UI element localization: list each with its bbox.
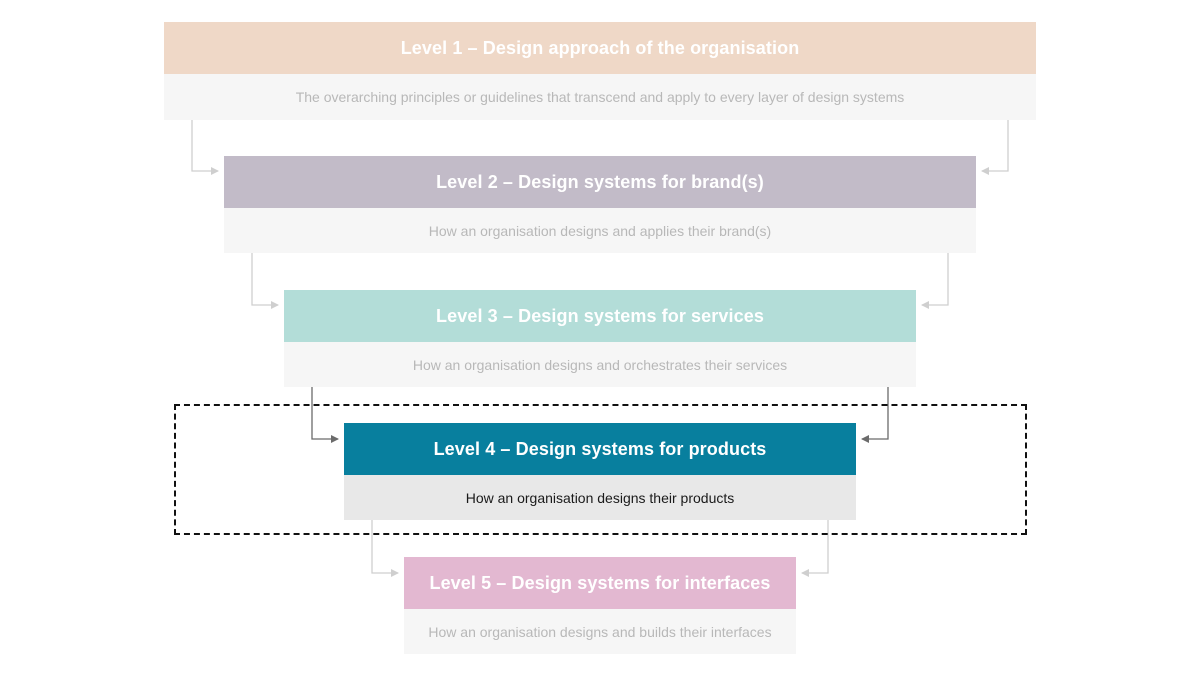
level-3-title: Level 3 – Design systems for services	[284, 290, 916, 342]
arrow-l2-l3-right	[921, 253, 949, 309]
arrow-l4-l5-left	[371, 520, 399, 577]
level-3-block: Level 3 – Design systems for services Ho…	[284, 290, 916, 387]
level-5-block: Level 5 – Design systems for interfaces …	[404, 557, 796, 654]
level-5-description: How an organisation designs and builds t…	[404, 609, 796, 654]
arrow-l4-l5-right	[801, 520, 829, 577]
arrow-l1-l2-right	[981, 120, 1009, 175]
level-1-title: Level 1 – Design approach of the organis…	[164, 22, 1036, 74]
level-3-description: How an organisation designs and orchestr…	[284, 342, 916, 387]
level-4-description: How an organisation designs their produc…	[344, 475, 856, 520]
level-1-block: Level 1 – Design approach of the organis…	[164, 22, 1036, 120]
arrow-l1-l2-left	[191, 120, 219, 175]
level-5-title: Level 5 – Design systems for interfaces	[404, 557, 796, 609]
level-4-block: Level 4 – Design systems for products Ho…	[344, 423, 856, 520]
level-2-title: Level 2 – Design systems for brand(s)	[224, 156, 976, 208]
arrow-l2-l3-left	[251, 253, 279, 309]
level-4-title: Level 4 – Design systems for products	[344, 423, 856, 475]
level-1-description: The overarching principles or guidelines…	[164, 74, 1036, 120]
highlight-dashed-box	[174, 404, 1027, 535]
level-2-description: How an organisation designs and applies …	[224, 208, 976, 253]
level-2-block: Level 2 – Design systems for brand(s) Ho…	[224, 156, 976, 253]
